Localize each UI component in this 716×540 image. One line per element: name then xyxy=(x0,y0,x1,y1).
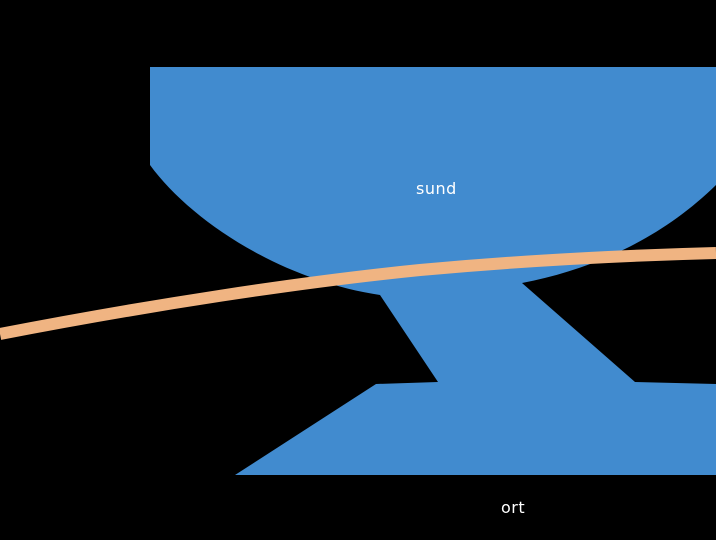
road xyxy=(0,247,716,340)
place-label: ort xyxy=(501,498,526,517)
water-label: sund xyxy=(416,179,457,198)
